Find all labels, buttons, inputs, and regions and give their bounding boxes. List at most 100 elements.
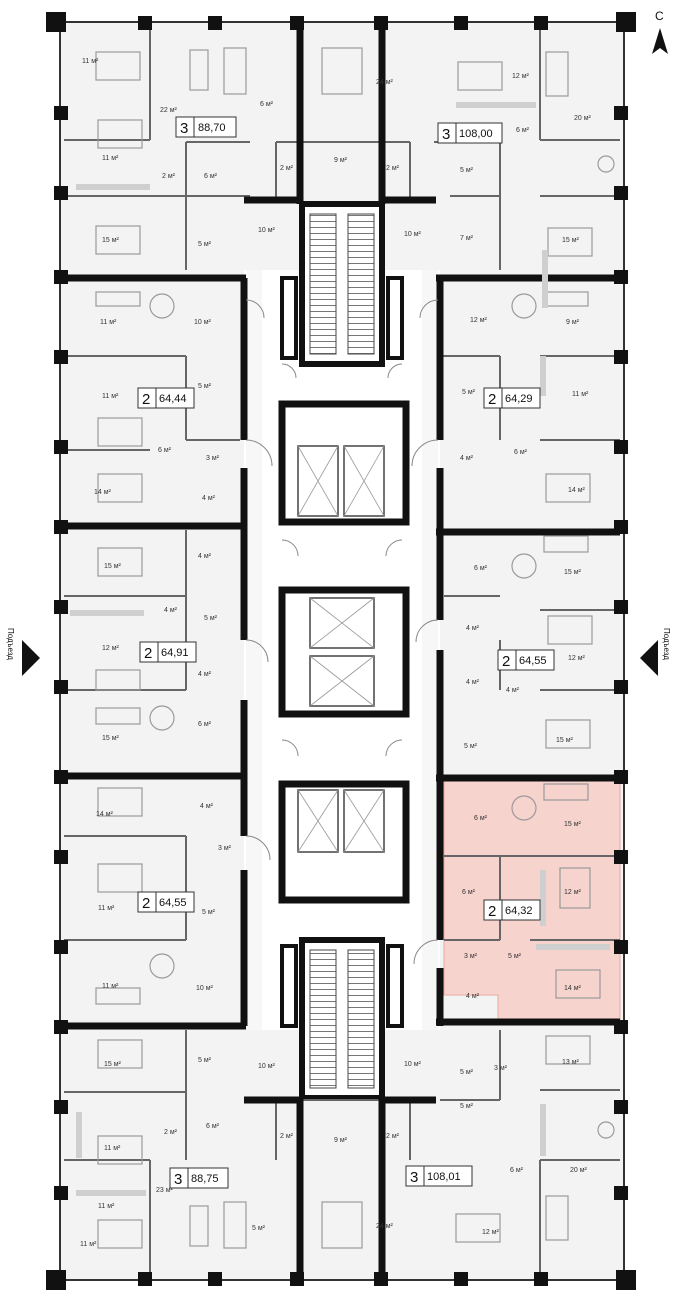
- room-area: 22 м²: [160, 107, 178, 114]
- apartment-area: 64,29: [505, 393, 533, 405]
- room-area: 11 м²: [98, 905, 115, 912]
- room-area: 9 м²: [566, 319, 580, 326]
- room-count: 3: [410, 1169, 418, 1186]
- room-area: 9 м²: [334, 157, 348, 164]
- room-area: 10 м²: [194, 319, 212, 326]
- room-area: 3 м²: [206, 455, 220, 462]
- room-area: 6 м²: [510, 1167, 524, 1174]
- room-area: 5 м²: [204, 615, 218, 622]
- room-area: 6 м²: [474, 815, 488, 822]
- room-area: 3 м²: [464, 953, 478, 960]
- entrance-left: Подъезд: [6, 628, 40, 676]
- room-area: 13 м²: [562, 1059, 580, 1066]
- room-area: 15 м²: [102, 237, 120, 244]
- room-area: 12 м²: [482, 1229, 500, 1236]
- room-area: 11 м²: [80, 1241, 97, 1248]
- room-area: 15 м²: [556, 737, 574, 744]
- corridor-right-strip: [422, 270, 438, 1030]
- room-area: 11 м²: [572, 391, 589, 398]
- room-area: 14 м²: [564, 985, 582, 992]
- room-area: 15 м²: [104, 563, 122, 570]
- apartment-tag-tl[interactable]: 3 88,70: [175, 116, 237, 138]
- room-area: 3 м²: [218, 845, 232, 852]
- room-area: 15 м²: [104, 1061, 122, 1068]
- apartment-area: 64,32: [505, 905, 533, 917]
- apartment-tag-tr[interactable]: 3 108,00: [437, 122, 503, 144]
- room-count: 2: [502, 653, 510, 670]
- room-area: 6 м²: [206, 1123, 220, 1130]
- apartment-area: 64,91: [161, 647, 189, 659]
- stairwell-top: [280, 201, 404, 367]
- room-area: 4 м²: [164, 607, 178, 614]
- room-area: 5 м²: [198, 383, 212, 390]
- room-area: 24 м²: [376, 79, 394, 86]
- apartment-area: 64,44: [159, 393, 187, 405]
- room-area: 11 м²: [82, 58, 99, 65]
- room-area: 4 м²: [202, 495, 216, 502]
- room-area: 10 м²: [404, 231, 422, 238]
- stairwell-bottom: [280, 937, 404, 1101]
- room-area: 23 м²: [156, 1187, 174, 1194]
- elevator-group-3: [278, 780, 410, 904]
- apartment-tag-r2[interactable]: 2 64,29: [483, 387, 541, 409]
- room-area: 24 м²: [376, 1223, 394, 1230]
- entrance-label: Подъезд: [6, 628, 15, 660]
- room-area: 2 м²: [164, 1129, 178, 1136]
- room-area: 10 м²: [258, 227, 276, 234]
- door-swings: [245, 299, 439, 965]
- room-area: 15 м²: [562, 237, 580, 244]
- room-area: 6 м²: [474, 565, 488, 572]
- apartment-area: 88,70: [198, 122, 226, 134]
- room-count: 3: [180, 120, 188, 137]
- room-area: 12 м²: [568, 655, 586, 662]
- room-area: 4 м²: [200, 803, 214, 810]
- apartment-tag-br[interactable]: 3 108,01: [405, 1165, 473, 1187]
- entrance-arrow-icon: [640, 640, 658, 676]
- room-area: 5 м²: [252, 1225, 266, 1232]
- room-area: 20 м²: [570, 1167, 588, 1174]
- facade-columns: [46, 12, 636, 1290]
- room-area: 10 м²: [258, 1063, 276, 1070]
- room-area: 2 м²: [386, 165, 400, 172]
- room-area: 12 м²: [102, 645, 120, 652]
- apartment-tag-r4[interactable]: 2 64,32: [483, 899, 541, 921]
- room-count: 3: [174, 1171, 182, 1188]
- entrance-right: Подъезд: [640, 628, 671, 676]
- apartment-tag-bl[interactable]: 3 88,75: [169, 1167, 229, 1189]
- room-area: 4 м²: [198, 671, 212, 678]
- room-area: 9 м²: [334, 1137, 348, 1144]
- room-area: 11 м²: [102, 155, 119, 162]
- apartment-tag-l3[interactable]: 2 64,91: [139, 641, 197, 663]
- room-area: 4 м²: [466, 679, 480, 686]
- apartment-tag-r3[interactable]: 2 64,55: [497, 649, 555, 671]
- room-area: 10 м²: [404, 1061, 422, 1068]
- room-area: 7 м²: [460, 235, 474, 242]
- room-count: 2: [144, 645, 152, 662]
- room-area: 11 м²: [102, 983, 119, 990]
- room-area: 11 м²: [100, 319, 117, 326]
- room-area: 4 м²: [466, 993, 480, 1000]
- room-area: 3 м²: [494, 1065, 508, 1072]
- room-area: 15 м²: [102, 735, 120, 742]
- room-area: 15 м²: [564, 821, 582, 828]
- structural-walls: [64, 22, 620, 1280]
- room-area: 5 м²: [464, 743, 478, 750]
- apartment-area: 88,75: [191, 1173, 219, 1185]
- room-area: 14 м²: [94, 489, 112, 496]
- room-area: 4 м²: [506, 687, 520, 694]
- room-count: 3: [442, 126, 450, 143]
- apartment-area: 64,55: [159, 897, 187, 909]
- apartment-tag-l4[interactable]: 2 64,55: [137, 891, 195, 913]
- room-count: 2: [142, 391, 150, 408]
- room-area: 6 м²: [198, 721, 212, 728]
- room-area: 6 м²: [158, 447, 172, 454]
- room-area: 2 м²: [386, 1133, 400, 1140]
- elevator-group-2: [278, 586, 410, 718]
- apartment-tag-l2[interactable]: 2 64,44: [137, 387, 195, 409]
- apartment-area: 108,00: [459, 128, 493, 140]
- apartment-area: 108,01: [427, 1171, 461, 1183]
- room-area: 5 м²: [460, 1103, 474, 1110]
- room-area: 4 м²: [466, 625, 480, 632]
- north-letter: С: [655, 9, 664, 23]
- room-count: 2: [142, 895, 150, 912]
